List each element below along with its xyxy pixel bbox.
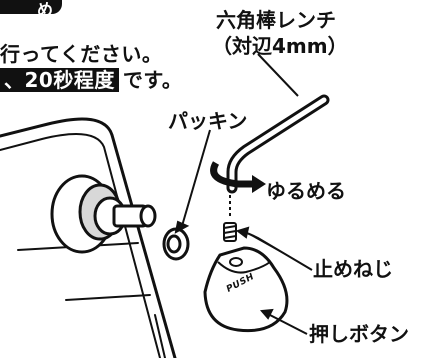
label-packing: パッキン — [168, 109, 248, 133]
section-header-text: め — [36, 0, 53, 19]
device-body — [0, 117, 177, 358]
leader-lines — [174, 53, 313, 335]
instruction-line-2: 、20秒程度です。 — [0, 64, 182, 93]
label-hex-wrench: 六角棒レンチ — [216, 8, 336, 32]
hex-wrench-icon — [226, 94, 330, 194]
instruction-highlight: 、20秒程度 — [0, 68, 119, 92]
set-screw-icon — [223, 222, 237, 242]
section-header-tab: め — [0, 0, 62, 19]
valve-boss — [50, 174, 157, 254]
instruction-suffix: です。 — [122, 68, 183, 92]
packing-ring-icon — [162, 227, 190, 261]
instruction-line-1: 行ってください。 — [0, 42, 163, 66]
label-hex-wrench-size: （対辺4mm） — [212, 34, 348, 58]
label-push-button: 押しボタン — [309, 322, 409, 346]
rotation-arrow-icon — [210, 161, 266, 193]
label-loosen: ゆるめる — [266, 179, 346, 203]
label-set-screw: 止めねじ — [313, 257, 393, 281]
